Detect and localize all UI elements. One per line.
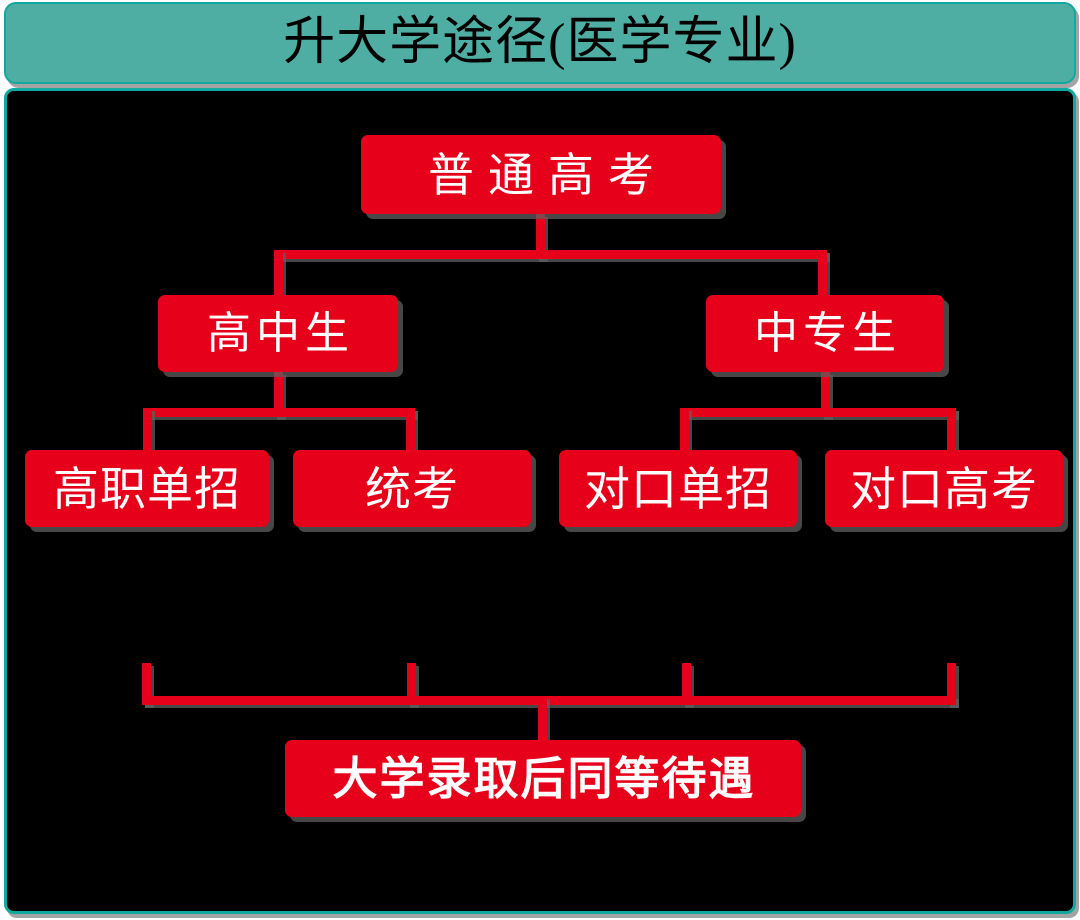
- node-duikou-gaokao[interactable]: 对口高考: [825, 450, 1063, 527]
- node-daxue-luqu-tongdeng-daiyu[interactable]: 大学录取后同等待遇: [285, 740, 801, 817]
- connector-gzdz-up: [142, 663, 151, 705]
- connector-zz-bus: [680, 408, 956, 417]
- node-label: 普通高考: [428, 148, 668, 201]
- connector-to-hs: [274, 250, 283, 298]
- connector-final-bus: [142, 696, 956, 705]
- node-label: 大学录取后同等待遇: [332, 753, 756, 804]
- node-putong-gaokao[interactable]: 普通高考: [361, 135, 721, 214]
- diagram-canvas: 普通高考 高中生 中专生 高职单招 统考 对口单招 对口高考 大学录取后同等待: [4, 88, 1076, 914]
- connector-to-gzdz: [143, 408, 152, 456]
- connector-tk-up: [407, 663, 416, 705]
- diagram-stage: 普通高考 高中生 中专生 高职单招 统考 对口单招 对口高考 大学录取后同等待: [7, 91, 1073, 911]
- connector-hs-bus: [143, 408, 415, 417]
- connector-root-down: [536, 214, 545, 259]
- node-gaozhongsheng[interactable]: 高中生: [158, 295, 398, 372]
- connector-dkdz-up: [682, 663, 691, 705]
- node-label: 中专生: [754, 308, 901, 358]
- node-label: 高职单招: [53, 462, 241, 515]
- connector-row2-bus: [274, 250, 827, 259]
- page-title-bar: 升大学途径(医学专业): [4, 2, 1076, 84]
- connector-to-dkgk: [947, 408, 956, 456]
- connector-hs-down: [274, 372, 283, 417]
- node-label: 对口单招: [584, 462, 772, 515]
- connector-dkgk-up: [947, 663, 956, 705]
- node-tongkao[interactable]: 统考: [293, 450, 531, 527]
- connector-zz-down: [821, 372, 830, 417]
- node-label: 统考: [365, 462, 459, 515]
- node-label: 高中生: [207, 308, 354, 358]
- connector-to-tk: [406, 408, 415, 456]
- page-title: 升大学途径(医学专业): [283, 14, 797, 71]
- connector-to-zz: [818, 250, 827, 298]
- connector-final-down: [538, 696, 547, 746]
- connector-to-dkdz: [680, 408, 689, 456]
- node-duikou-danzhao[interactable]: 对口单招: [559, 450, 797, 527]
- node-zhongzhuansheng[interactable]: 中专生: [706, 295, 944, 372]
- node-label: 对口高考: [850, 462, 1038, 515]
- node-gaozhi-danzhao[interactable]: 高职单招: [25, 450, 269, 527]
